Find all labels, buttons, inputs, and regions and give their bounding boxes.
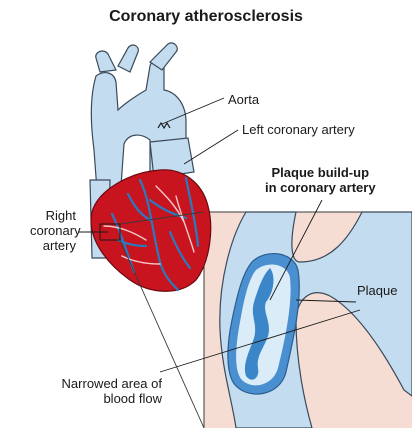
label-right-coronary-artery: Right coronary artery <box>30 208 76 253</box>
label-narrowed-line1: Narrowed area of <box>32 376 162 391</box>
label-right-coronary-line1: Right <box>30 208 76 223</box>
label-plaque-buildup-line1: Plaque build-up <box>265 165 376 180</box>
label-plaque: Plaque <box>357 283 397 298</box>
label-left-coronary-artery: Left coronary artery <box>242 122 355 137</box>
carotid-branch <box>118 45 138 72</box>
label-plaque-buildup: Plaque build-up in coronary artery <box>265 165 376 195</box>
leader-left-coronary <box>184 130 238 164</box>
label-narrowed-line2: blood flow <box>32 391 162 406</box>
label-narrowed-area: Narrowed area of blood flow <box>32 376 162 406</box>
brachiocephalic-branch <box>96 51 116 72</box>
label-right-coronary-line3: artery <box>30 238 76 253</box>
label-right-coronary-line2: coronary <box>30 223 76 238</box>
label-plaque-buildup-line2: in coronary artery <box>265 180 376 195</box>
label-aorta: Aorta <box>228 92 259 107</box>
